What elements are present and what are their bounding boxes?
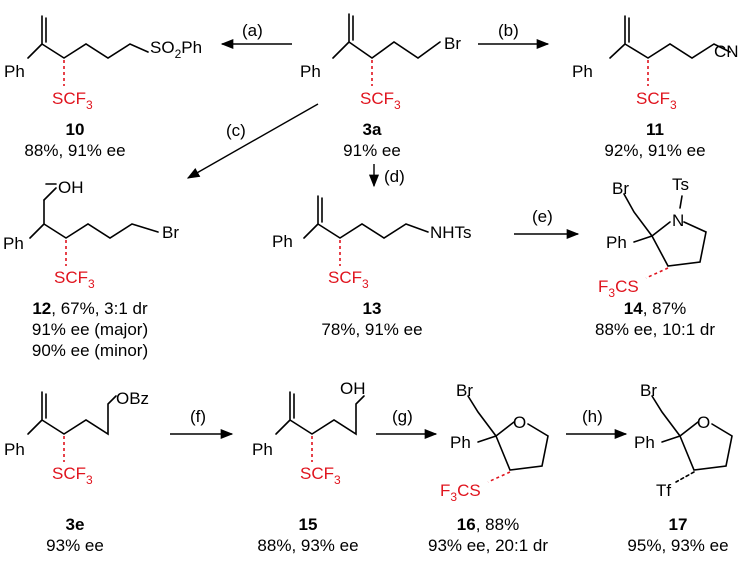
scf3-group: F3CS [598, 277, 639, 300]
compound-12: OH Ph Br SCF3 12, 67%, 3:1 dr 91% ee (ma… [3, 178, 179, 360]
bromine-label: Br [640, 381, 657, 400]
compound-11: Ph CN SCF3 11 92%, 91% ee [572, 15, 739, 160]
scf3-group: F3CS [440, 481, 481, 504]
phenyl-label: Ph [450, 433, 471, 452]
compound-number: 10 [66, 120, 85, 139]
scf3-group: SCF3 [360, 89, 401, 112]
compound-13: Ph NHTs SCF3 13 78%, 91% ee [272, 195, 472, 339]
arrow-b-label: (b) [498, 21, 519, 40]
compound-16: Br O Ph F3CS 16, 88% 93% ee, 20:1 dr [428, 381, 549, 555]
compound-3e: Ph OBz SCF3 3e 93% ee [4, 389, 149, 555]
bromine-label: Br [162, 223, 179, 242]
arrow-d-label: (d) [384, 167, 405, 186]
bromine-label: Br [612, 179, 629, 198]
compound-14: Br N Ts Ph F3CS 14, 87% 88% ee, 10:1 dr [595, 175, 715, 339]
arrow-g-label: (g) [392, 407, 413, 426]
arrow-a: (a) [220, 21, 292, 50]
bromine-label: Br [456, 381, 473, 400]
tosyl-label: Ts [672, 175, 689, 194]
oxygen-label: O [513, 413, 526, 432]
compound-10: Ph SO2Ph SCF3 10 88%, 91% ee [4, 15, 202, 160]
compound-caption-line2: 91% ee (major) [32, 320, 148, 339]
compound-number: 3e [66, 515, 85, 534]
arrow-a-label: (a) [242, 21, 263, 40]
scf3-group: SCF3 [636, 89, 677, 112]
arrow-g: (g) [376, 407, 438, 440]
compound-yield: 88%, 91% ee [24, 141, 125, 160]
compound-3a: Ph Br SCF3 3a 91% ee [300, 13, 461, 160]
compound-yield: 78%, 91% ee [321, 320, 422, 339]
phenyl-label: Ph [4, 62, 25, 81]
compound-yield: 92%, 91% ee [604, 141, 705, 160]
arrow-c-label: (c) [226, 121, 246, 140]
compound-number: 17 [669, 515, 688, 534]
arrow-e-label: (e) [532, 207, 553, 226]
compound-number: 3a [363, 120, 382, 139]
scf3-group: SCF3 [328, 268, 369, 291]
scf3-group: SCF3 [300, 464, 341, 487]
arrow-c: (c) [186, 103, 319, 179]
nitrogen-label: N [672, 211, 684, 230]
scf3-group: SCF3 [52, 89, 93, 112]
compound-caption-line1: 14, 87% [624, 299, 686, 318]
arrow-f-label: (f) [190, 407, 206, 426]
compound-caption-line1: 16, 88% [457, 515, 519, 534]
compound-yield: 91% ee [343, 141, 401, 160]
scf3-group: SCF3 [54, 268, 95, 291]
compound-caption-line1: 12, 67%, 3:1 dr [32, 299, 148, 318]
phenyl-label: Ph [252, 440, 273, 459]
compound-caption-line3: 90% ee (minor) [32, 341, 148, 360]
compound-yield: 95%, 93% ee [627, 536, 728, 555]
phenyl-label: Ph [4, 440, 25, 459]
compound-number: 13 [363, 299, 382, 318]
arrow-h: (h) [566, 407, 628, 440]
hydroxyl-label: OH [340, 379, 366, 398]
bromine-label: Br [444, 34, 461, 53]
compound-caption-line2: 93% ee, 20:1 dr [428, 536, 548, 555]
nitrile-label: CN [714, 42, 739, 61]
arrow-f: (f) [170, 407, 234, 440]
sulfonyl-group: SO2Ph [150, 38, 202, 61]
oxygen-label: O [697, 413, 710, 432]
compound-number: 15 [299, 515, 318, 534]
compound-15: Ph OH SCF3 15 88%, 93% ee [252, 379, 366, 555]
phenyl-label: Ph [606, 233, 627, 252]
scf3-group: SCF3 [52, 464, 93, 487]
arrow-h-label: (h) [582, 407, 603, 426]
compound-number: 11 [646, 120, 664, 139]
benzoate-label: OBz [116, 389, 149, 408]
arrow-d: (d) [368, 164, 405, 188]
hydroxyl-label: OH [58, 178, 84, 197]
phenyl-label: Ph [300, 62, 321, 81]
triflyl-label: Tf [656, 481, 671, 500]
arrow-b: (b) [478, 21, 550, 50]
sulfonamide-label: NHTs [430, 223, 472, 242]
compound-yield: 93% ee [46, 536, 104, 555]
phenyl-label: Ph [572, 62, 593, 81]
phenyl-label: Ph [634, 433, 655, 452]
phenyl-label: Ph [272, 232, 293, 251]
arrow-e: (e) [514, 207, 580, 240]
compound-caption-line2: 88% ee, 10:1 dr [595, 320, 715, 339]
compound-17: Br O Ph Tf 17 95%, 93% ee [627, 381, 733, 555]
compound-yield: 88%, 93% ee [257, 536, 358, 555]
phenyl-label: Ph [3, 234, 24, 253]
